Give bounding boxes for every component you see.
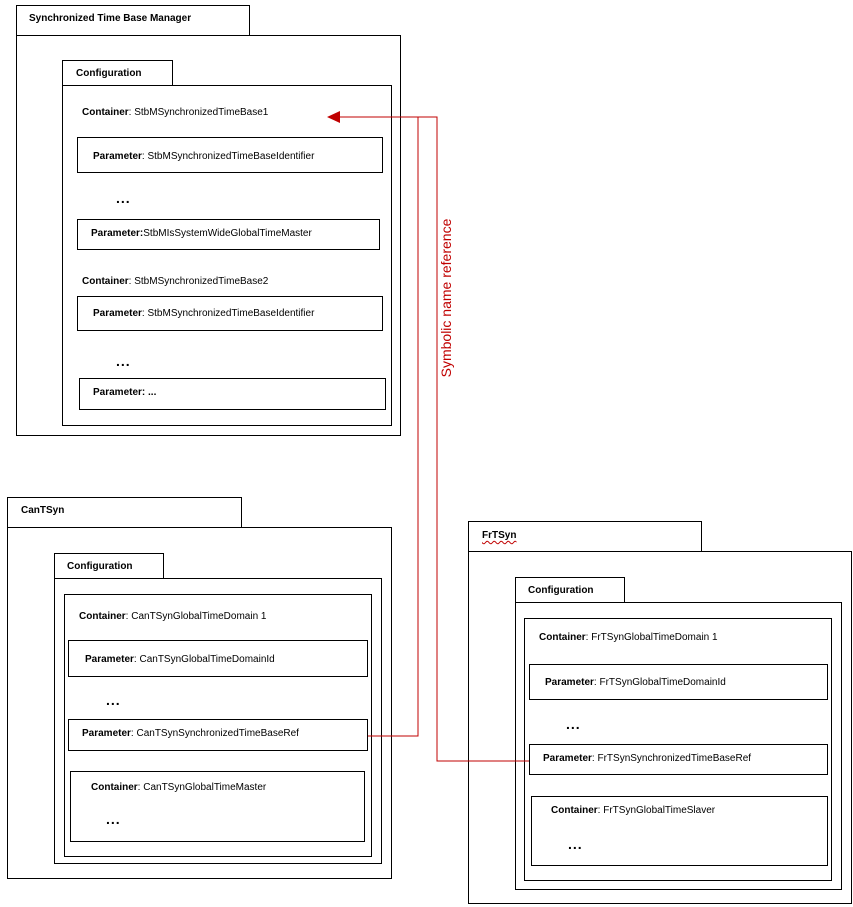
cantsyn-parameter-1 xyxy=(68,640,368,677)
cantsyn-config-tab xyxy=(54,553,164,579)
cantsyn-parameter-2-text: Parameter: CanTSynSynchronizedTimeBaseRe… xyxy=(82,728,299,739)
stbm-parameter-3 xyxy=(77,296,383,331)
cantsyn-parameter-1-text: Parameter: CanTSynGlobalTimeDomainId xyxy=(85,654,275,665)
frtsyn-parameter-1 xyxy=(529,664,828,700)
reference-arrowhead xyxy=(327,111,340,123)
stbm-parameter-2 xyxy=(77,219,380,250)
symbolic-name-reference-label: Symbolic name reference xyxy=(438,218,454,378)
stbm-parameter-2-text: Parameter:StbMIsSystemWideGlobalTimeMast… xyxy=(91,228,312,239)
frtsyn-parameter-2-text: Parameter: FrTSynSynchronizedTimeBaseRef xyxy=(543,753,752,764)
frtsyn-ellipsis-1: ... xyxy=(566,716,581,732)
stbm-ellipsis-1: ... xyxy=(116,190,131,206)
stbm-ellipsis-2: ... xyxy=(116,353,131,369)
cantsyn-reference-line xyxy=(338,116,419,737)
stbm-config-tab xyxy=(62,60,173,86)
stbm-parameter-3-text: Parameter: StbMSynchronizedTimeBaseIdent… xyxy=(93,308,315,319)
frtsyn-ellipsis-2: ... xyxy=(568,836,583,852)
frtsyn-reference-line xyxy=(418,116,529,762)
frtsyn-container-2 xyxy=(531,796,828,866)
frtsyn-package-tab xyxy=(468,521,702,552)
cantsyn-ellipsis-1: ... xyxy=(106,692,121,708)
frtsyn-config-label: Configuration xyxy=(528,585,594,596)
frtsyn-package-title: FrTSyn xyxy=(482,530,517,541)
stbm-container-1: Container: StbMSynchronizedTimeBase1 xyxy=(82,107,269,118)
stbm-parameter-4-text: Parameter: ... xyxy=(93,387,157,398)
stbm-parameter-1-text: Parameter: StbMSynchronizedTimeBaseIdent… xyxy=(93,151,315,162)
frtsyn-parameter-2 xyxy=(529,744,828,775)
cantsyn-ellipsis-2: ... xyxy=(106,811,121,827)
stbm-package-tab xyxy=(16,5,250,36)
cantsyn-parameter-2 xyxy=(68,719,368,751)
stbm-container-2: Container: StbMSynchronizedTimeBase2 xyxy=(82,276,269,287)
cantsyn-container-1: Container: CanTSynGlobalTimeDomain 1 xyxy=(79,611,267,622)
frtsyn-config-tab xyxy=(515,577,625,603)
frtsyn-container-2-text: Container: FrTSynGlobalTimeSlaver xyxy=(551,805,716,816)
cantsyn-package-title: CanTSyn xyxy=(21,505,65,516)
cantsyn-container-2 xyxy=(70,771,365,842)
cantsyn-container-2-text: Container: CanTSynGlobalTimeMaster xyxy=(91,782,267,793)
stbm-parameter-1 xyxy=(77,137,383,173)
frtsyn-container-1: Container: FrTSynGlobalTimeDomain 1 xyxy=(539,632,718,643)
stbm-parameter-4 xyxy=(79,378,386,410)
cantsyn-config-label: Configuration xyxy=(67,561,133,572)
stbm-package-title: Synchronized Time Base Manager xyxy=(29,13,192,24)
cantsyn-package-tab xyxy=(7,497,242,528)
frtsyn-parameter-1-text: Parameter: FrTSynGlobalTimeDomainId xyxy=(545,677,726,688)
stbm-config-label: Configuration xyxy=(76,68,142,79)
